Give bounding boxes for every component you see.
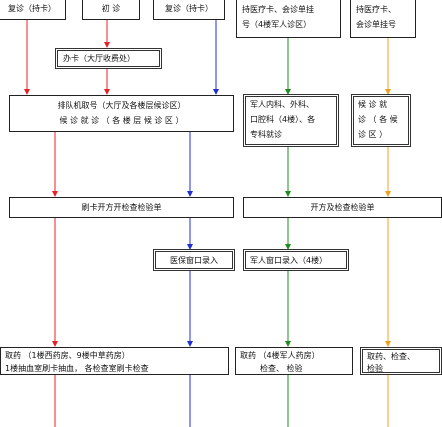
first-visit-label: 初 诊	[101, 4, 121, 13]
medicine-box: 取药 （1楼西药房、9楼中草药房） 1楼抽血室刷卡抽血， 各检查室刷卡检查	[0, 347, 229, 375]
first-visit-box: 初 诊	[82, 0, 140, 20]
military-dept-line1: 军人内科、外科、	[250, 100, 314, 109]
military-window-label: 军人窗口录入（4楼）	[250, 256, 328, 265]
revisit-label-2: 复诊（持卡）	[165, 4, 213, 13]
consult-card-line1: 持医疗卡、	[356, 5, 396, 14]
military-medicine-box: 取药 （4楼军人药房） 检查、 检验	[235, 347, 353, 375]
consult-medicine-line2: 检验	[367, 364, 383, 373]
wait-line1: 候 诊 就	[358, 100, 388, 109]
medicine-line2: 1楼抽血室刷卡抽血， 各检查室刷卡检查	[5, 364, 149, 373]
revisit-label-1: 复诊（持卡）	[8, 4, 56, 13]
wait-line2: 诊 （ 各 候	[358, 115, 398, 124]
military-medicine-line1: 取药 （4楼军人药房）	[240, 351, 320, 360]
military-window-box: 军人窗口录入（4楼）	[243, 249, 349, 271]
military-card-line2: 号（4楼军人诊区）	[242, 20, 312, 29]
swipe-card-box: 刷卡开方开检查检验单	[9, 197, 234, 218]
wait-box: 候 诊 就 诊 （ 各 候 诊 区 ）	[351, 94, 411, 147]
military-medicine-line2: 检查、 检验	[260, 364, 303, 373]
consult-medicine-box: 取药、检查、 检验	[360, 347, 442, 375]
military-dept-box: 军人内科、外科、 口腔科（4楼）、各 专科就诊	[243, 94, 339, 147]
consult-card-line2: 会诊单挂号	[356, 20, 396, 29]
military-dept-line2: 口腔科（4楼）、各	[250, 115, 316, 124]
issue-card-box: 办卡（大厅收费处）	[55, 48, 162, 69]
military-card-line1: 持医疗卡、会诊单挂	[242, 5, 314, 14]
insurance-window-box: 医保窗口录入	[153, 249, 235, 271]
prescribe-box: 开方及检查检验单	[243, 197, 442, 218]
military-dept-line3: 专科就诊	[250, 130, 282, 139]
queue-line2: 候 诊 就 诊 （ 各 楼 层 候 诊 区 ）	[59, 116, 184, 125]
consult-medicine-line1: 取药、检查、	[367, 352, 415, 361]
queue-box: 排队机取号（大厅及各楼层候诊区） 候 诊 就 诊 （ 各 楼 层 候 诊 区 ）	[9, 95, 234, 132]
revisit-box-2: 复诊（持卡）	[153, 0, 225, 20]
revisit-box-1: 复诊（持卡）	[0, 0, 66, 20]
issue-card-label: 办卡（大厅收费处）	[63, 54, 135, 63]
wait-line3: 诊 区 ）	[358, 130, 388, 139]
medicine-line1: 取药 （1楼西药房、9楼中草药房）	[5, 351, 130, 360]
swipe-card-label: 刷卡开方开检查检验单	[81, 203, 162, 212]
military-card-box: 持医疗卡、会诊单挂 号（4楼军人诊区）	[236, 0, 341, 38]
consult-card-box: 持医疗卡、 会诊单挂号	[350, 0, 416, 38]
prescribe-label: 开方及检查检验单	[310, 203, 375, 212]
queue-line1: 排队机取号（大厅及各楼层候诊区）	[57, 101, 186, 110]
insurance-window-label: 医保窗口录入	[170, 256, 218, 265]
